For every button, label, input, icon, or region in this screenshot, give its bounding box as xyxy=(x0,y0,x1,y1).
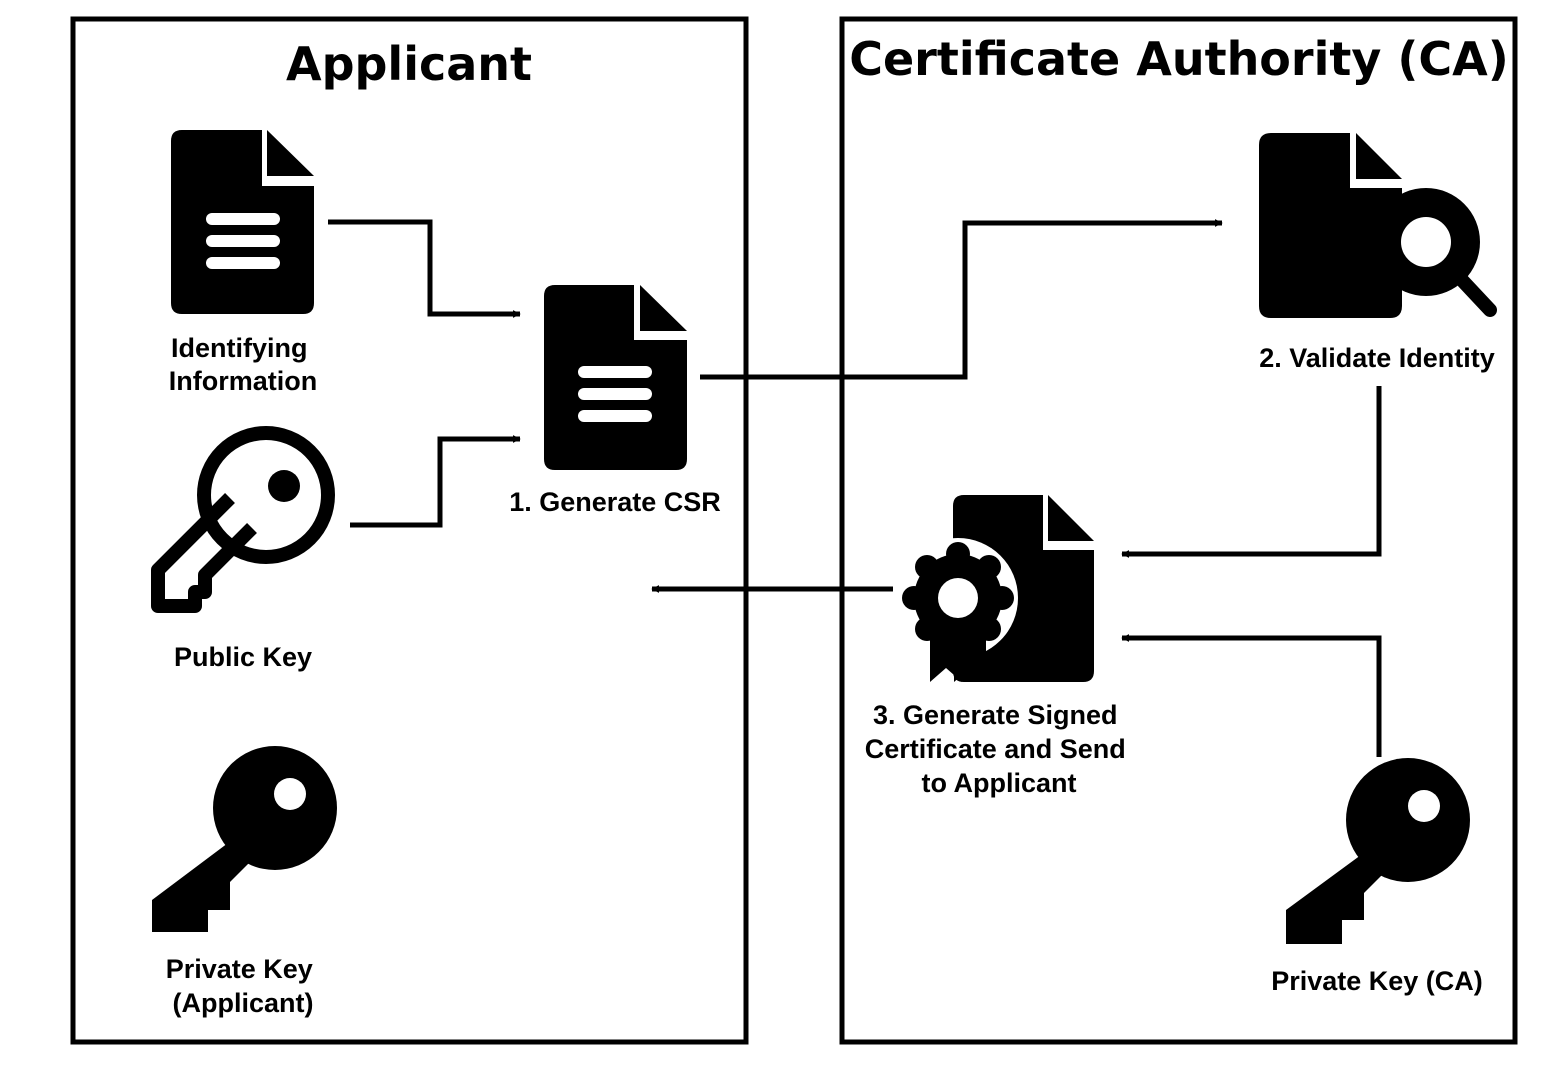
applicant-panel xyxy=(70,16,749,1045)
certificate-icon xyxy=(898,495,1094,682)
arrow-csr-to-validate xyxy=(700,219,1223,380)
private-key-ca-solid-icon xyxy=(1286,758,1470,944)
csr-document-icon xyxy=(544,285,687,470)
ca-title: Certificate Authority (CA) xyxy=(849,32,1509,86)
public-key-label: Public Key xyxy=(174,642,312,672)
ca-panel xyxy=(839,16,1518,1045)
private-key-applicant-label: Private Key (Applicant) xyxy=(166,954,321,1018)
public-key-outline-icon xyxy=(151,426,335,613)
generate-csr-label: 1. Generate CSR xyxy=(509,487,721,517)
generate-signed-certificate-label: 3. Generate Signed Certificate and Send … xyxy=(865,700,1134,798)
identifying-info-document-icon xyxy=(171,130,314,314)
arrow-ca-private-key-to-certificate xyxy=(1121,634,1382,757)
arrow-identifying-info-to-csr xyxy=(328,219,521,318)
identifying-info-label: Identifying Information xyxy=(169,333,318,396)
private-key-applicant-solid-icon xyxy=(152,746,337,932)
private-key-ca-label: Private Key (CA) xyxy=(1271,966,1483,996)
applicant-title: Applicant xyxy=(286,37,532,91)
arrow-public-key-to-csr xyxy=(350,435,521,528)
arrow-validate-to-certificate xyxy=(1121,386,1382,558)
validate-identity-label: 2. Validate Identity xyxy=(1259,343,1495,373)
validate-document-search-icon xyxy=(1259,133,1497,318)
